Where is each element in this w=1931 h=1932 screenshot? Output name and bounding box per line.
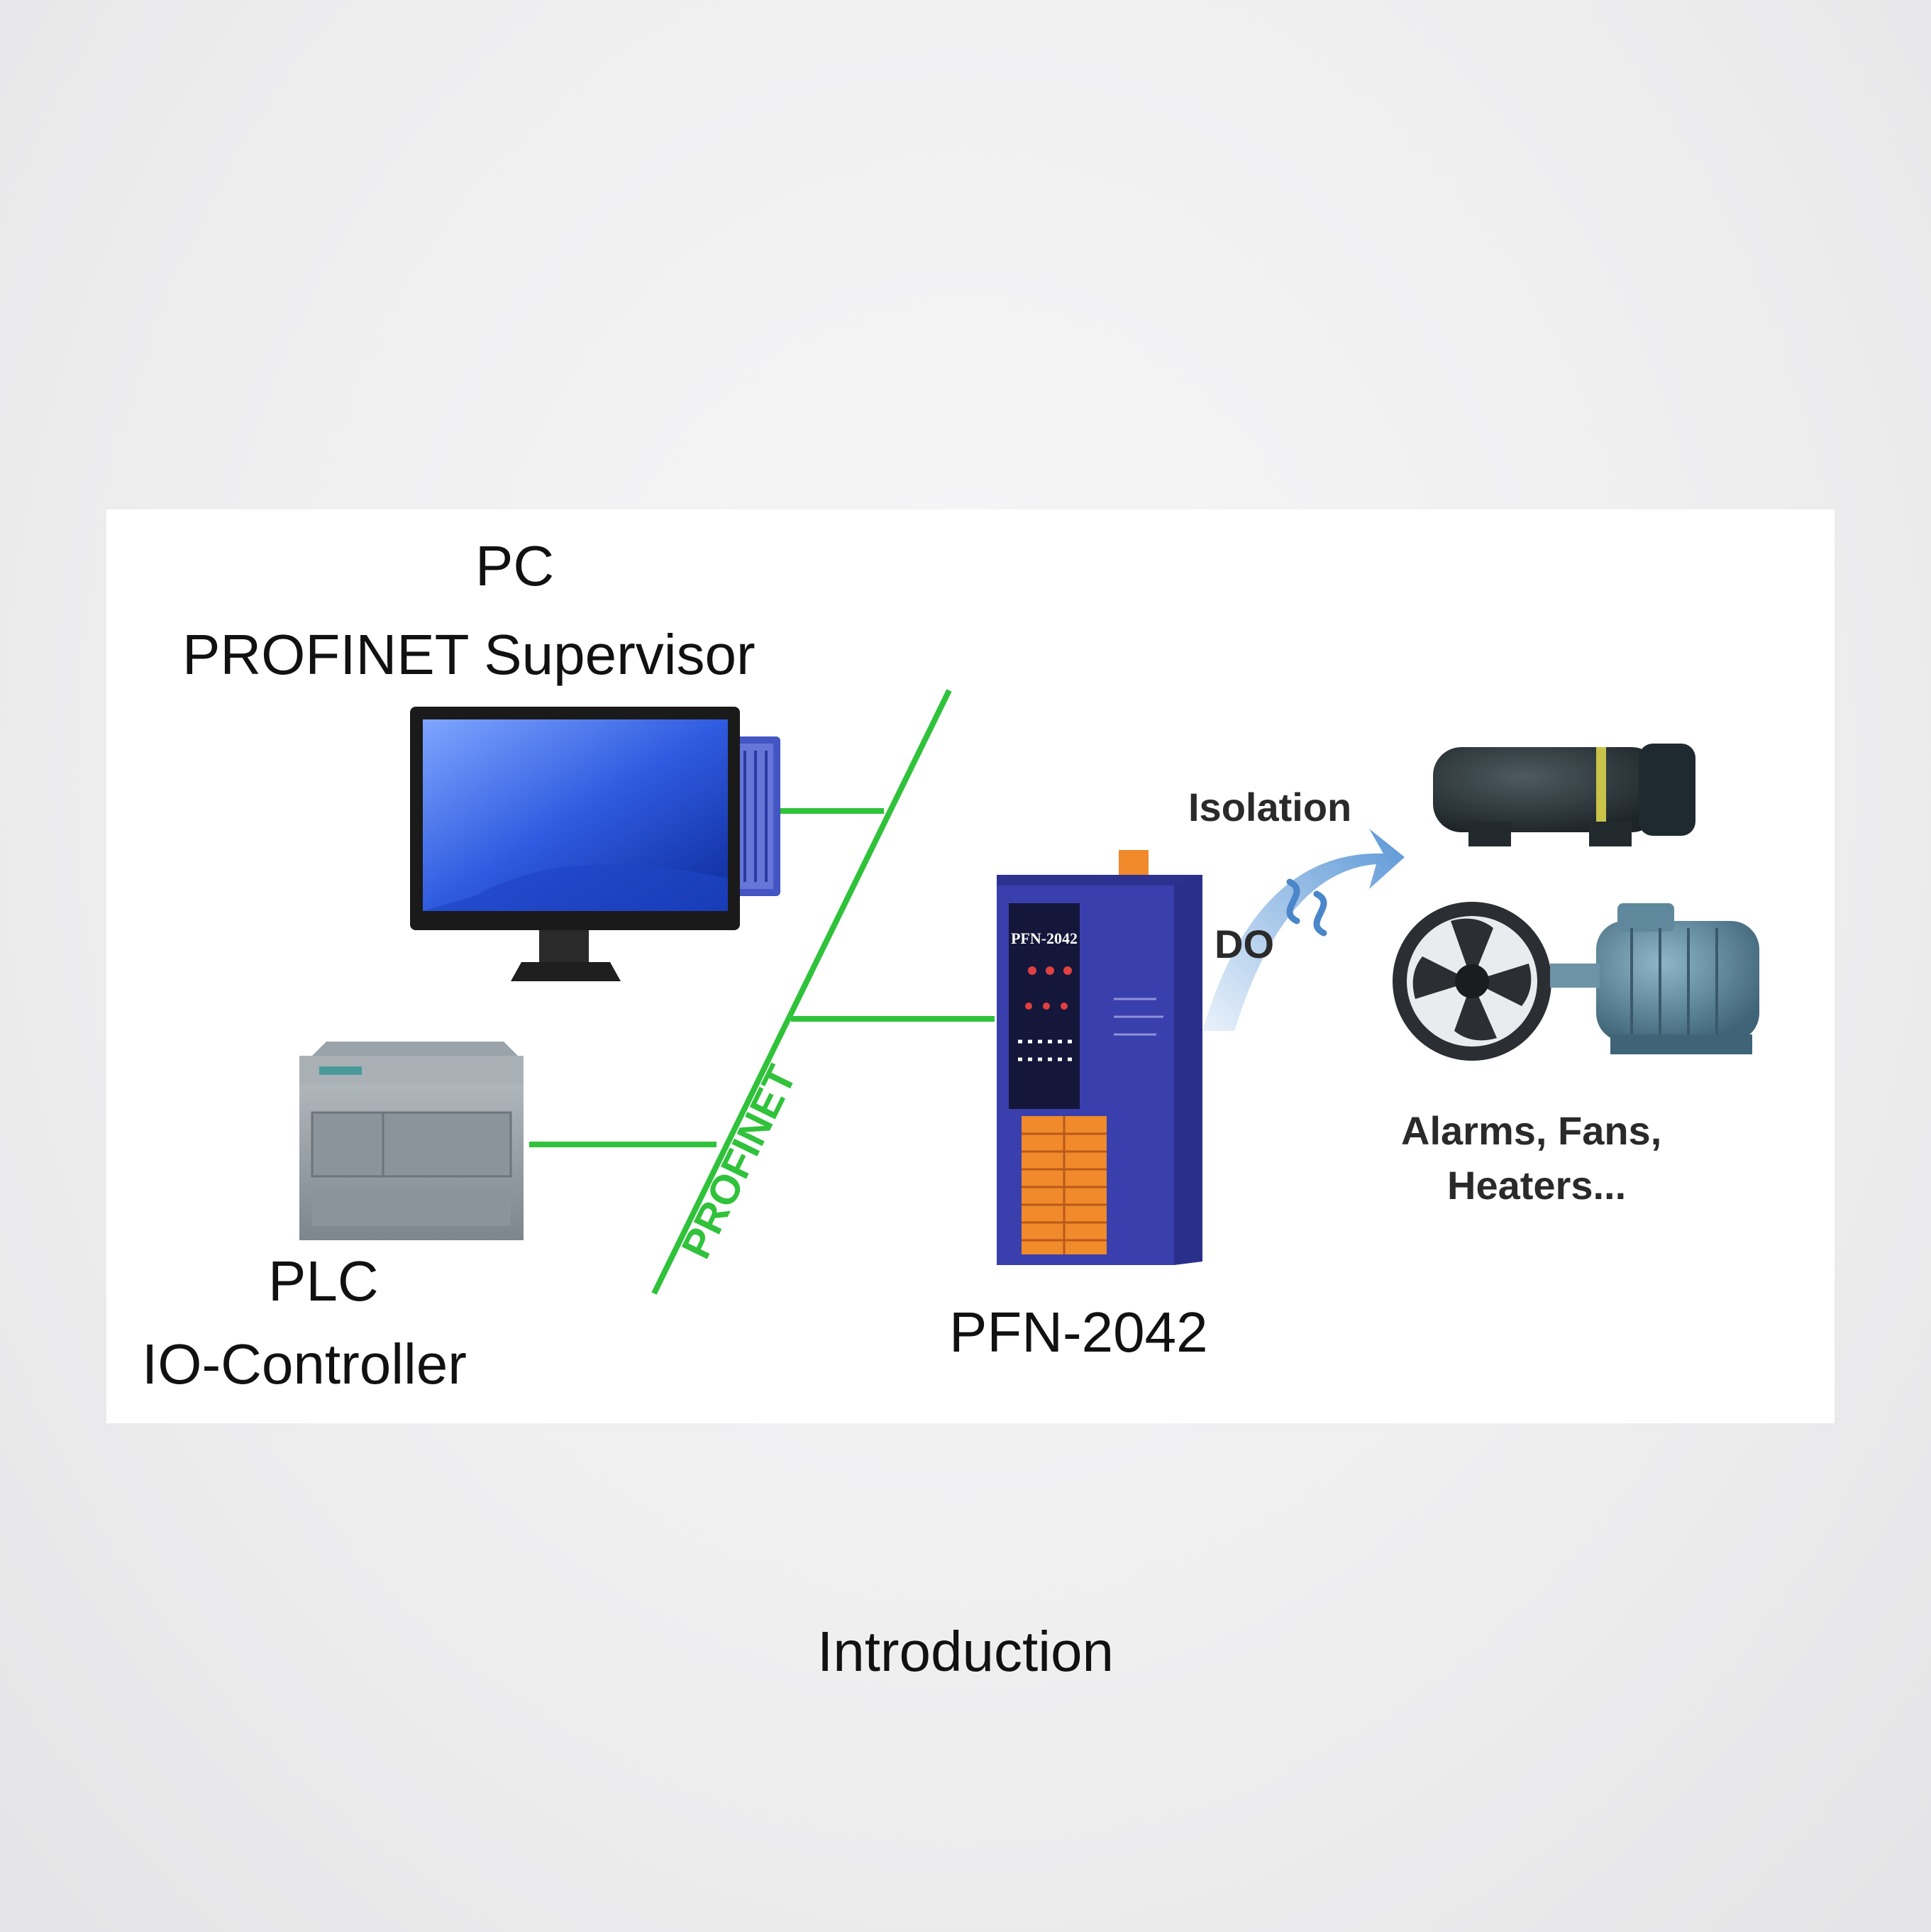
- motor-icon: [1550, 903, 1759, 1054]
- isolation-label: Isolation: [1188, 785, 1352, 829]
- fan-icon: [1393, 902, 1551, 1061]
- plc-title: PLC: [268, 1249, 379, 1313]
- diagram-canvas: PFN-2042: [299, 689, 1759, 1295]
- do-arrow-icon: [1202, 829, 1405, 1031]
- plc-subtitle: IO-Controller: [142, 1332, 467, 1396]
- pc-subtitle: PROFINET Supervisor: [182, 623, 756, 686]
- isolation-symbol-icon: [1286, 878, 1327, 937]
- diagram-panel: PFN-2042: [106, 509, 1835, 1423]
- profinet-bus-line: [651, 689, 952, 1295]
- heater-icon: [1433, 744, 1695, 846]
- device-panel-label: PFN-2042: [1011, 929, 1078, 947]
- profinet-bus-label: PROFINET: [673, 1059, 805, 1266]
- loads-label-line2: Heaters...: [1447, 1163, 1627, 1208]
- caption: Introduction: [817, 1620, 1114, 1683]
- loads-label-line1: Alarms, Fans,: [1401, 1108, 1662, 1153]
- pfn-2042-device-icon: [997, 850, 1202, 1265]
- do-label: DO: [1215, 922, 1274, 966]
- plc-icon: [299, 1042, 524, 1240]
- pc-title: PC: [475, 534, 555, 597]
- device-label: PFN-2042: [949, 1301, 1208, 1364]
- pc-computer-icon: [410, 707, 780, 981]
